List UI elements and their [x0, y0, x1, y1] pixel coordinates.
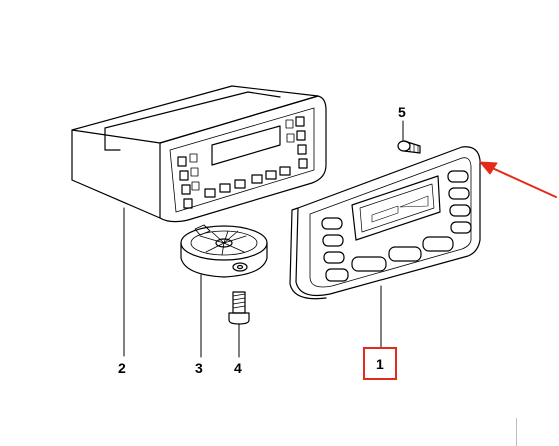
- callout-label-2: 2: [118, 360, 126, 376]
- control-unit-housing: [71, 85, 327, 357]
- fan-wheel: [180, 224, 268, 358]
- edge-divider: [516, 418, 517, 446]
- callout-label-4: 4: [234, 360, 242, 376]
- control-panel-front: [289, 146, 481, 348]
- screw-part-5: [397, 120, 421, 154]
- pointer-arrow: [479, 161, 557, 198]
- callout-label-1: 1: [376, 356, 384, 372]
- screw-part-4: [228, 291, 250, 358]
- highlight-box: [363, 347, 397, 380]
- callout-label-3: 3: [195, 360, 203, 376]
- callout-label-5: 5: [398, 104, 406, 120]
